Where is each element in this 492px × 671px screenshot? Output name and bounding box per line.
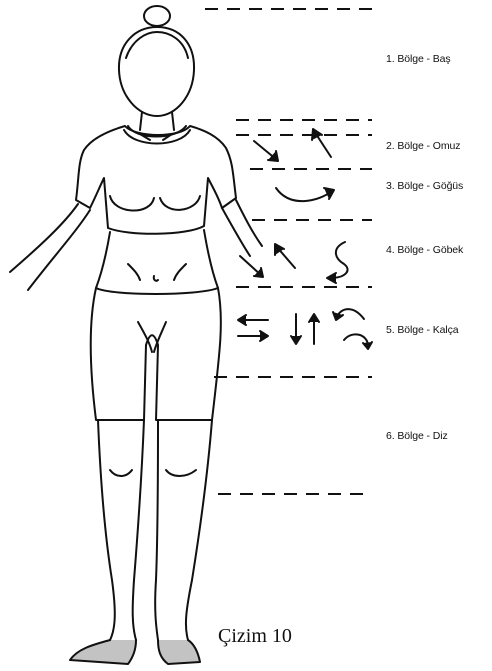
bust-left — [110, 196, 154, 211]
zone-label-belly: 4. Bölge - Göbek — [386, 244, 463, 256]
hair-line — [126, 32, 188, 58]
arm-right — [222, 200, 262, 256]
arrow-shoulder-up-right-icon — [312, 129, 331, 157]
torso-lower — [96, 230, 218, 288]
arrow-chest-curve-icon — [276, 188, 334, 201]
knee-right — [166, 470, 196, 476]
foot-right — [158, 640, 200, 664]
belly-line — [128, 264, 186, 280]
figure-caption: Çizim 10 — [218, 625, 292, 648]
shorts-crotch — [138, 322, 166, 352]
bust-right — [160, 196, 200, 210]
arrow-hip-rotate-icon — [333, 309, 372, 349]
leg-right-outer — [186, 420, 212, 640]
zone-label-shoulder: 2. Bölge - Omuz — [386, 140, 460, 152]
arm-left — [10, 204, 90, 290]
zone-label-head: 1. Bölge - Baş — [386, 53, 451, 65]
leg-left-outer — [98, 420, 115, 640]
arrow-belly-down-right-icon — [240, 256, 263, 277]
neck — [140, 112, 174, 130]
zone-label-hip: 5. Bölge - Kalça — [386, 324, 459, 336]
shirt-outline — [76, 126, 236, 234]
knee-left — [110, 470, 132, 476]
navel — [154, 276, 158, 281]
human-figure — [10, 6, 262, 664]
arrow-hip-left-right-icon — [238, 315, 268, 341]
zone-label-knee: 6. Bölge - Diz — [386, 430, 448, 442]
zone-separators — [205, 9, 372, 494]
foot-left — [70, 640, 136, 664]
shorts-outline — [91, 288, 221, 420]
hair-bun — [144, 6, 170, 26]
leg-right-inner — [155, 420, 158, 640]
arrow-shoulder-down-right-icon — [254, 141, 278, 161]
zone-label-chest: 3. Bölge - Göğüs — [386, 180, 463, 192]
head — [119, 27, 194, 116]
arrow-belly-up-right-icon — [275, 244, 295, 268]
arrow-belly-s-curve-icon — [327, 242, 348, 283]
leg-left-inner — [133, 420, 144, 640]
arrow-hip-up-down-icon — [291, 314, 319, 344]
